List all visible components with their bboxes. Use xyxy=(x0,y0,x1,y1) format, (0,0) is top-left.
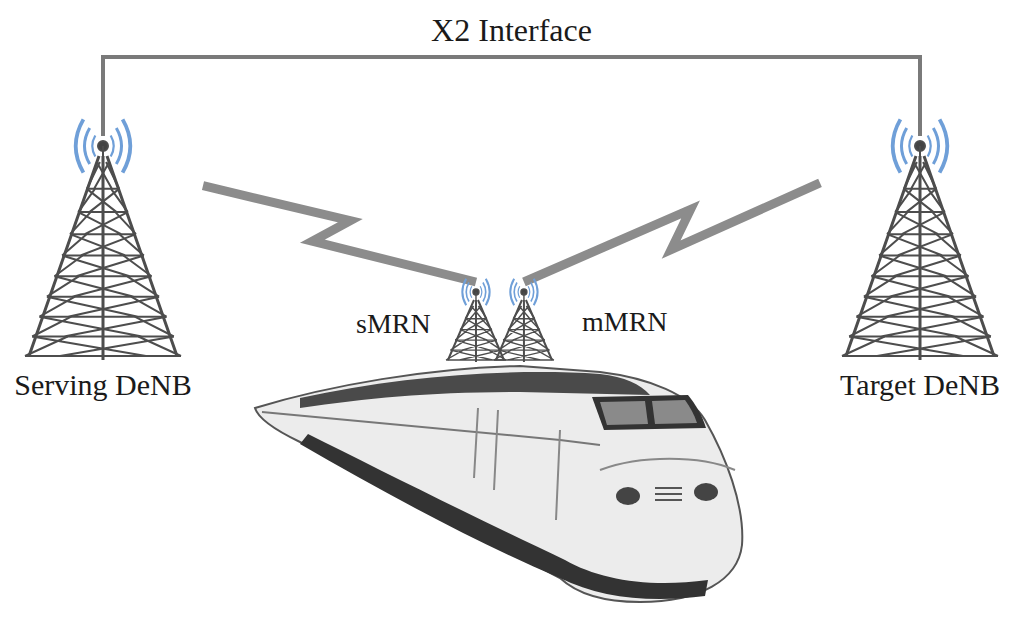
tower-brace xyxy=(455,330,496,340)
radio-arc xyxy=(486,279,490,306)
radio-arc xyxy=(531,283,534,302)
radio-arc xyxy=(123,119,131,172)
x2-interface-line xyxy=(103,57,920,136)
lattice-tower xyxy=(25,141,181,360)
headlight xyxy=(694,483,718,501)
base-station-node: Serving DeNB xyxy=(3,136,203,412)
radio-arc xyxy=(84,128,89,164)
radio-arc xyxy=(514,283,517,302)
tower-brace xyxy=(25,336,181,356)
tower-brace xyxy=(879,234,961,255)
tower-brace xyxy=(32,317,174,337)
tower-brace xyxy=(904,162,936,189)
radio-arc xyxy=(928,136,931,157)
train-nose xyxy=(600,459,735,470)
antenna-mast xyxy=(102,146,104,156)
tower-brace xyxy=(87,162,119,189)
base-station-node: Target DeNB xyxy=(820,136,1020,412)
tower-brace xyxy=(857,297,984,317)
tower-brace xyxy=(513,306,534,319)
radio-arc xyxy=(470,286,472,297)
tower-brace xyxy=(842,336,998,356)
tower-brace xyxy=(503,330,544,340)
train xyxy=(255,366,742,602)
tower-brace xyxy=(887,212,953,234)
train-body xyxy=(255,366,742,602)
node-label: Serving DeNB xyxy=(3,368,203,403)
lattice-tower xyxy=(494,289,554,362)
node-label: sMRN xyxy=(356,308,431,340)
train-grille xyxy=(655,488,682,500)
radio-arc xyxy=(933,128,938,164)
node-label: Target DeNB xyxy=(820,368,1020,403)
tower-brace xyxy=(895,189,945,212)
radio-arc xyxy=(940,119,948,172)
radio-arc xyxy=(893,119,901,172)
tower-leg xyxy=(496,300,552,362)
wireless-link xyxy=(203,186,476,282)
tower-brace xyxy=(40,297,167,317)
radio-arc xyxy=(483,283,486,302)
radio-arc xyxy=(111,136,114,157)
lattice-tower xyxy=(446,289,506,362)
relay-node: mMRN xyxy=(500,282,690,362)
tower-brace xyxy=(70,212,136,234)
tower-leg xyxy=(448,300,504,362)
tower-brace xyxy=(864,276,976,296)
tower-brace xyxy=(508,319,540,330)
windshield-pane xyxy=(652,400,697,424)
radio-waves xyxy=(462,279,489,306)
radio-arc xyxy=(116,128,121,164)
lattice-tower xyxy=(842,141,998,360)
radio-waves xyxy=(510,279,537,306)
tower-brace xyxy=(451,340,502,350)
radio-arc xyxy=(901,128,906,164)
train-door xyxy=(474,408,560,520)
wireless-link xyxy=(524,183,820,282)
tower-brace xyxy=(47,276,159,296)
radio-arc xyxy=(909,136,912,157)
radio-arc xyxy=(480,286,482,297)
radio-waves xyxy=(893,119,948,172)
tower-leg xyxy=(846,156,994,360)
radio-arc xyxy=(466,283,469,302)
tower-brace xyxy=(494,350,554,360)
antenna-mast xyxy=(523,292,524,300)
radio-arc xyxy=(518,286,520,297)
headlight xyxy=(616,487,640,505)
tower-leg xyxy=(29,156,177,360)
radio-waves xyxy=(76,119,131,172)
radio-arc xyxy=(528,286,530,297)
tower-brace xyxy=(465,306,486,319)
radio-arc xyxy=(510,279,514,306)
tower-brace xyxy=(460,319,492,330)
relay-node: sMRN xyxy=(356,282,496,362)
radio-arc xyxy=(462,279,466,306)
tower-brace xyxy=(499,340,550,350)
radio-arc xyxy=(76,119,84,172)
tower-brace xyxy=(849,317,991,337)
radio-arc xyxy=(534,279,538,306)
windshield-pane xyxy=(600,401,648,425)
train-windshield xyxy=(592,395,706,430)
tower-brace xyxy=(871,256,968,277)
radio-arc xyxy=(92,136,95,157)
antenna-mast xyxy=(475,292,476,300)
tower-brace xyxy=(54,256,151,277)
antenna-mast xyxy=(919,146,921,156)
tower-brace xyxy=(78,189,128,212)
node-label: mMRN xyxy=(582,306,668,338)
tower-brace xyxy=(62,234,144,255)
edge-label: X2 Interface xyxy=(427,12,596,49)
